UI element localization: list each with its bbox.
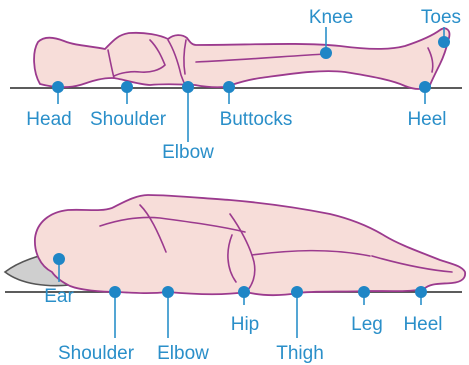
supine-labels: Knee Toes Head Shoulder Elbow Buttocks H… bbox=[26, 7, 461, 163]
lateral-body-outline bbox=[35, 195, 465, 295]
lateral-figure bbox=[5, 195, 465, 295]
hip-marker bbox=[238, 286, 250, 298]
elbow-marker bbox=[182, 81, 194, 93]
lateral-elbow-label: Elbow bbox=[157, 343, 209, 364]
leg-label: Leg bbox=[351, 314, 383, 335]
toes-marker bbox=[438, 36, 450, 48]
ear-marker bbox=[53, 253, 65, 265]
leg-marker bbox=[358, 286, 370, 298]
shoulder-label: Shoulder bbox=[90, 109, 167, 130]
lateral-elbow-marker bbox=[162, 286, 174, 298]
lateral-shoulder-label: Shoulder bbox=[58, 343, 135, 364]
elbow-label: Elbow bbox=[162, 142, 214, 163]
buttocks-marker bbox=[223, 81, 235, 93]
heel-label: Heel bbox=[407, 109, 446, 130]
lateral-heel-label: Heel bbox=[403, 314, 442, 335]
lateral-shoulder-marker bbox=[109, 286, 121, 298]
shoulder-marker bbox=[121, 81, 133, 93]
supine-figure bbox=[10, 28, 462, 88]
ear-label: Ear bbox=[44, 286, 74, 307]
hip-label: Hip bbox=[231, 314, 260, 335]
head-marker bbox=[52, 81, 64, 93]
thigh-label: Thigh bbox=[276, 343, 324, 364]
toes-label: Toes bbox=[421, 7, 461, 28]
thigh-marker bbox=[291, 286, 303, 298]
knee-label: Knee bbox=[309, 7, 353, 28]
lateral-heel-marker bbox=[415, 286, 427, 298]
buttocks-label: Buttocks bbox=[220, 109, 293, 130]
knee-marker bbox=[320, 47, 332, 59]
heel-marker bbox=[419, 81, 431, 93]
head-label: Head bbox=[26, 109, 71, 130]
